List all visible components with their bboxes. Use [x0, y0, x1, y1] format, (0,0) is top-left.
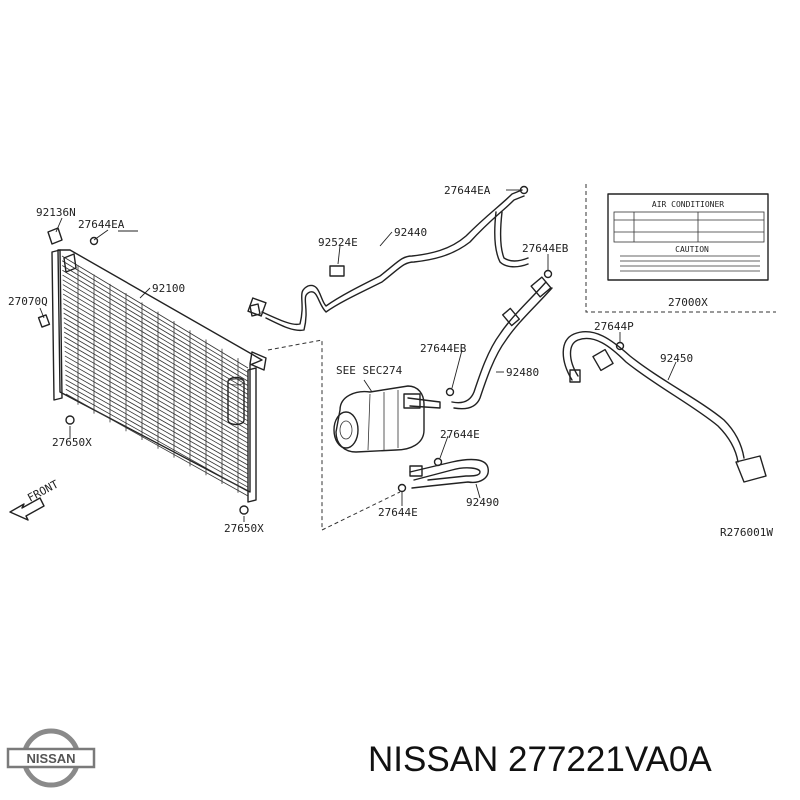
label-see-sec274: SEE SEC274 — [336, 364, 403, 377]
compressor — [333, 385, 441, 453]
label-27644EA-top: 27644EA — [444, 184, 491, 197]
label-27644E-mid: 27644E — [440, 428, 480, 441]
label-27070Q: 27070Q — [8, 295, 48, 308]
part-number-title: NISSAN 277221VA0A — [368, 740, 712, 779]
label-92490: 92490 — [466, 496, 499, 509]
label-92524E: 92524E — [318, 236, 358, 249]
label-92480: 92480 — [506, 366, 539, 379]
nissan-logo-text: NISSAN — [26, 751, 75, 766]
label-92136N: 92136N — [36, 206, 76, 219]
label-front: FRONT — [25, 477, 61, 504]
label-27644EA-left: 27644EA — [78, 218, 125, 231]
part-labels: 92136N 27644EA 27070Q 92100 27650X 27650… — [8, 184, 773, 539]
nissan-logo: NISSAN — [6, 728, 96, 788]
drawing-code: R276001W — [720, 526, 773, 539]
label-27644EB-mid: 27644EB — [420, 342, 467, 355]
pipe-92450 — [562, 331, 767, 483]
hose-92490 — [409, 458, 489, 489]
label-92450: 92450 — [660, 352, 693, 365]
label-27650X-top: 27650X — [52, 436, 92, 449]
label-92100: 92100 — [152, 282, 185, 295]
label-27644P: 27644P — [594, 320, 634, 333]
pipe-92480 — [451, 276, 553, 410]
label-27644E-bottom: 27644E — [378, 506, 418, 519]
pipe-92440 — [247, 189, 529, 332]
grouping-lines — [267, 184, 776, 531]
leader-lines — [39, 189, 677, 522]
label-plate: AIR CONDITIONER CAUTION — [607, 193, 769, 281]
label-27000X: 27000X — [668, 296, 708, 309]
label-plate-title: AIR CONDITIONER — [652, 200, 724, 209]
label-27650X-bottom: 27650X — [224, 522, 264, 535]
front-arrow — [9, 497, 45, 521]
label-27644EB-top: 27644EB — [522, 242, 569, 255]
label-92440: 92440 — [394, 226, 427, 239]
condenser — [47, 227, 267, 503]
label-plate-caution: CAUTION — [675, 245, 709, 254]
